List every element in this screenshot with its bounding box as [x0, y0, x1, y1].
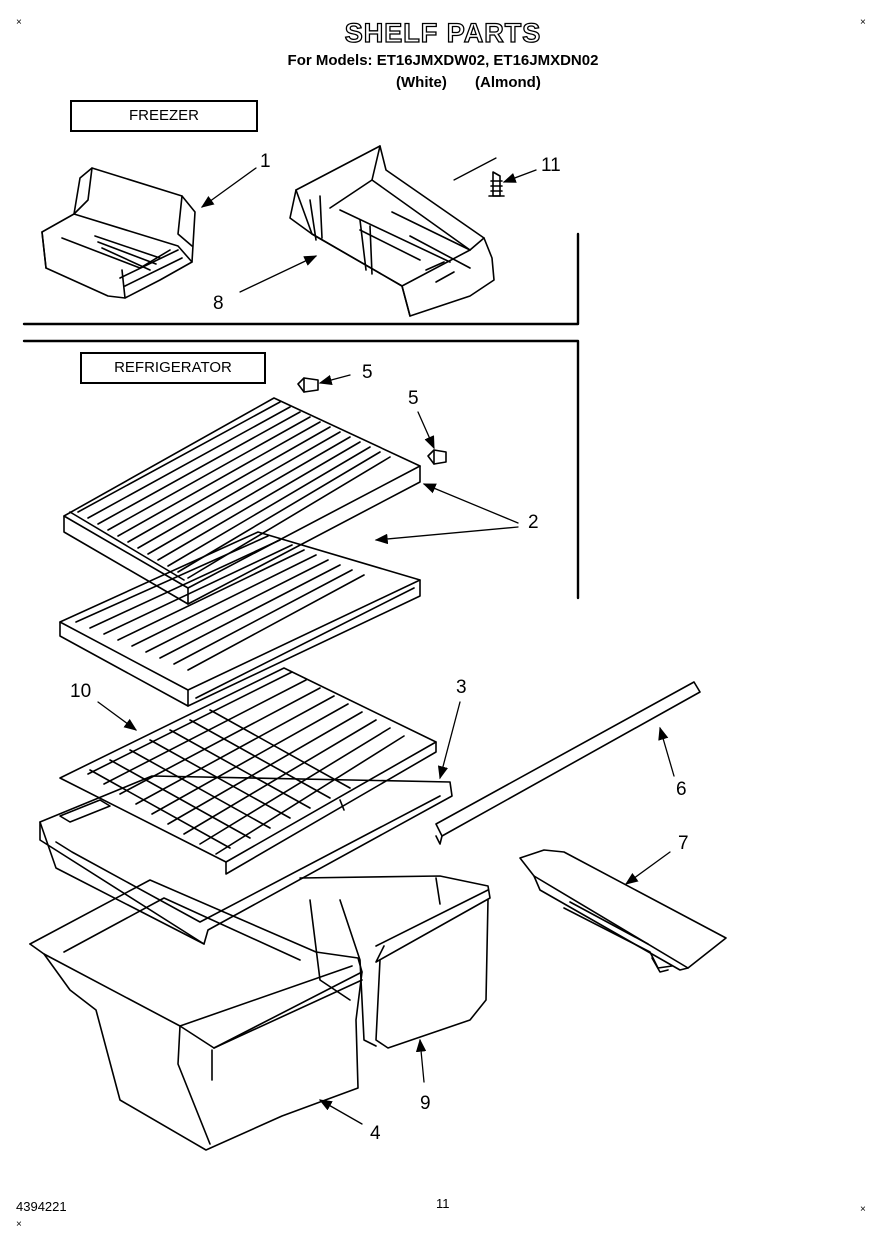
wire-grille-part-10 — [59, 667, 437, 875]
page-number: 11 — [436, 1196, 450, 1211]
trim-strip-part-6 — [435, 681, 701, 845]
shelf-stop-part-5-left — [297, 377, 319, 393]
crisper-pan-part-9 — [299, 875, 491, 1049]
glass-shelf-part-2-lower — [59, 531, 421, 707]
freezer-shelf-part-8 — [289, 145, 495, 317]
callout-part-4: 4 — [370, 1123, 381, 1144]
color-almond-label: (Almond) — [475, 74, 541, 91]
freezer-section-label: FREEZER — [70, 100, 258, 132]
leader-lines — [97, 157, 675, 1125]
glass-shelf-part-2-upper — [63, 397, 421, 605]
callout-part-5-left: 5 — [362, 362, 373, 383]
page-title: SHELF PARTS — [344, 17, 542, 48]
models-line: For Models: ET16JMXDW02, ET16JMXDN02 — [287, 52, 599, 69]
color-white-label: (White) — [396, 74, 447, 91]
refrigerator-section-label: REFRIGERATOR — [80, 352, 266, 384]
callout-part-10: 10 — [70, 681, 92, 702]
corner-mark-top-left: × — [16, 17, 22, 28]
corner-mark-top-right: × — [860, 17, 866, 28]
callout-part-8: 8 — [213, 293, 224, 314]
callout-part-11: 11 — [541, 155, 561, 176]
shelf-stop-part-5-right — [427, 449, 447, 465]
callout-part-6: 6 — [676, 779, 687, 800]
callout-part-3: 3 — [456, 677, 467, 698]
cover-support-part-7 — [519, 849, 727, 973]
corner-mark-bottom-right: × — [860, 1204, 866, 1215]
callout-part-1: 1 — [260, 151, 271, 172]
document-number: 4394221 — [16, 1199, 67, 1214]
freezer-bin-part-1 — [41, 167, 196, 299]
callout-part-9: 9 — [420, 1093, 431, 1114]
callout-part-7: 7 — [678, 833, 689, 854]
section-divider-lines — [22, 232, 580, 600]
corner-mark-bottom-left: × — [16, 1219, 22, 1230]
crisper-pan-part-4 — [29, 879, 363, 1151]
callout-part-2: 2 — [528, 512, 539, 533]
callout-part-5-right: 5 — [408, 388, 419, 409]
screw-part-11 — [488, 171, 505, 197]
crisper-cover-frame-part-3 — [39, 775, 453, 945]
